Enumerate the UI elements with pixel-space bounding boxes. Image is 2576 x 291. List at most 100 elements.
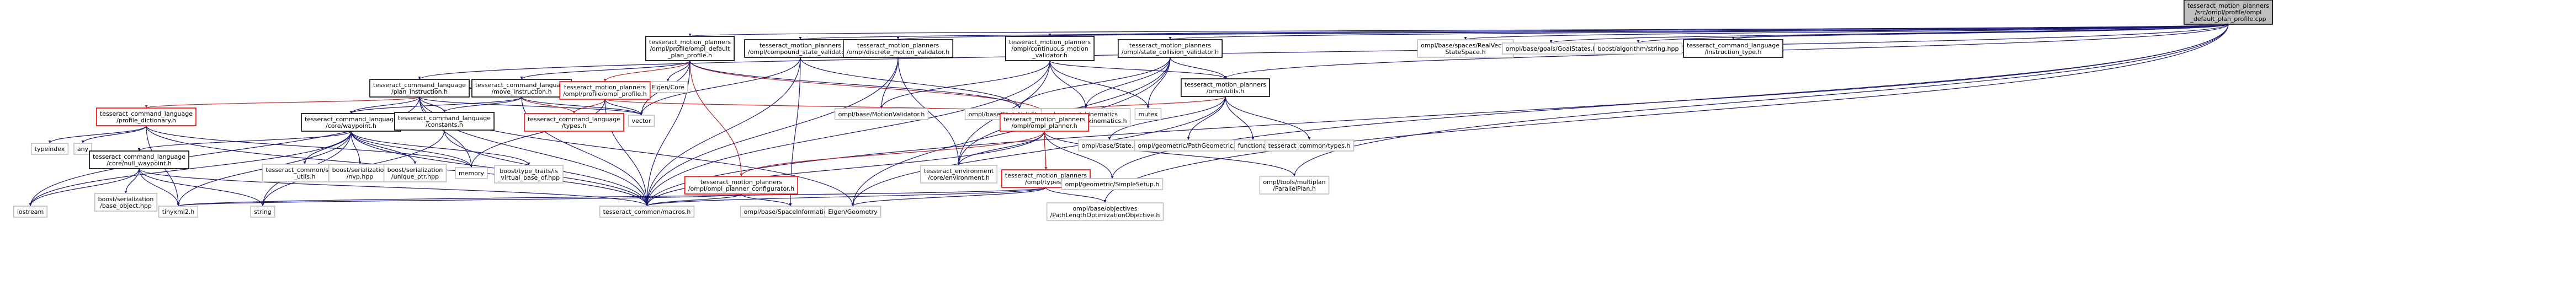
node-is-virtual-base-of[interactable]: boost/type_traits/is_virtual_base_of.hpp [494, 165, 564, 184]
edge-arrowhead [29, 203, 32, 206]
node-macros[interactable]: tesseract_common/macros.h [599, 206, 695, 218]
node-label: tesseract_command_language [528, 116, 620, 123]
node-environment[interactable]: tesseract_environment/core/environment.h [920, 165, 998, 184]
node-compound-state-validator[interactable]: tesseract_motion_planners/ompl/compound_… [744, 39, 857, 58]
node-constants[interactable]: tesseract_command_language/constants.h [394, 112, 495, 131]
node-label: /core/environment.h [928, 174, 990, 181]
edge-arrowhead [1108, 137, 1111, 140]
node-typeindex[interactable]: typeindex [30, 143, 69, 155]
node-eigen-geometry[interactable]: Eigen/Geometry [824, 206, 881, 218]
node-label: Eigen/Core [651, 84, 684, 91]
node-common-types[interactable]: tesseract_common/types.h [1264, 139, 1355, 152]
node-label: vector [632, 117, 651, 125]
node-motion-validator[interactable]: ompl/base/MotionValidator.h [834, 108, 929, 120]
node-label: string [254, 208, 272, 215]
node-mutex[interactable]: mutex [1134, 108, 1162, 120]
node-box [494, 165, 564, 184]
edge-arrowhead [799, 37, 802, 40]
edge-waypoint-to-null-waypoint [139, 131, 352, 152]
edge-arrowhead [1103, 200, 1107, 203]
edge-ompl-planner-to-simple-setup [1044, 131, 1113, 179]
node-label: /core/null_waypoint.h [107, 160, 172, 167]
node-move-instruction[interactable]: tesseract_command_language/move_instruct… [471, 79, 572, 98]
node-functional[interactable]: functional [1234, 139, 1272, 152]
node-box [1061, 178, 1164, 190]
edge-arrowhead [789, 203, 792, 206]
node-space-information[interactable]: ompl/base/SpaceInformation.h [740, 206, 841, 218]
node-label: tesseract_motion_planners [564, 84, 646, 91]
node-simple-setup[interactable]: ompl/geometric/SimpleSetup.h [1061, 178, 1164, 190]
node-label: typeindex [35, 146, 65, 153]
node-types-cl[interactable]: tesseract_command_language/types.h [524, 113, 624, 132]
node-tinyxml2[interactable]: tinyxml2.h [158, 206, 199, 218]
node-label: _plan_profile.h [667, 52, 712, 59]
node-memory[interactable]: memory [455, 167, 488, 179]
node-path-geometric[interactable]: ompl/geometric/PathGeometric.h [1134, 139, 1243, 152]
node-boost-string[interactable]: boost/algorithm/string.hpp [1594, 42, 1683, 55]
node-continuous-motion-validator[interactable]: tesseract_motion_planners/ompl/continuou… [1005, 36, 1095, 61]
node-label: /types.h [562, 122, 587, 130]
node-ompl-profile[interactable]: tesseract_motion_planners/ompl/profile/o… [559, 81, 651, 100]
node-box [1683, 39, 1783, 58]
node-parallel-plan[interactable]: ompl/tools/multiplan/ParallelPlan.h [1259, 176, 1330, 195]
node-any[interactable]: any [73, 143, 92, 155]
node-label: tesseract_motion_planners [1003, 116, 1085, 123]
node-label: boost/serialization [387, 166, 443, 174]
node-label: ompl/base/objectives [1072, 205, 1137, 212]
node-label: tesseract_motion_planners [1009, 39, 1091, 46]
node-label: _virtual_base_of.hpp [497, 174, 560, 181]
node-label: boost/algorithm/string.hpp [1598, 45, 1679, 52]
edge-arrowhead [81, 141, 84, 143]
node-eigen-core[interactable]: Eigen/Core [647, 81, 688, 93]
edge-root-to-macros [646, 24, 2229, 207]
edge-ompl-utils-to-state-h [1109, 96, 1226, 141]
node-state-h[interactable]: ompl/base/State.h [1077, 139, 1141, 152]
node-label: /ompl/profile/ompl_default [650, 45, 730, 52]
node-ompl-planner[interactable]: tesseract_motion_planners/ompl/ompl_plan… [1000, 113, 1089, 132]
node-goal-states[interactable]: ompl/base/goals/GoalStates.h [1501, 42, 1601, 55]
node-plan-instruction[interactable]: tesseract_command_language/plan_instruct… [369, 79, 470, 98]
node-label: tesseract_motion_planners [1129, 42, 1211, 49]
node-string[interactable]: string [250, 206, 275, 218]
edge-arrowhead [177, 203, 180, 206]
node-unique-ptr[interactable]: boost/serialization/unique_ptr.hpp [383, 164, 447, 182]
node-iostream[interactable]: iostream [13, 206, 47, 218]
node-base-object[interactable]: boost/serialization/base_object.hpp [94, 193, 158, 212]
node-root[interactable]: tesseract_motion_planners/src/ompl/profi… [2184, 0, 2273, 25]
edge-ompl-planner-configurator-to-space-information [741, 193, 791, 207]
node-instruction-type[interactable]: tesseract_command_language/instruction_t… [1683, 39, 1783, 58]
node-box [1134, 108, 1162, 120]
node-label: ompl/base/SpaceInformation.h [744, 208, 837, 215]
edge-ompl-types-to-ompl-planner [1044, 131, 1047, 170]
node-label: ompl/base/spaces/RealVector [1421, 42, 1510, 49]
edge-arrowhead [1732, 37, 1735, 40]
edge-root-to-plan-instruction [419, 24, 2229, 80]
node-profile-dictionary[interactable]: tesseract_command_language/profile_dicti… [96, 107, 196, 126]
node-null-waypoint[interactable]: tesseract_command_language/core/null_way… [89, 150, 189, 169]
node-box [1264, 139, 1355, 152]
node-nvp[interactable]: boost/serialization/nvp.hpp [328, 164, 392, 182]
node-label: functional [1238, 142, 1268, 149]
node-path-length-objective[interactable]: ompl/base/objectives/PathLengthOptimizat… [1046, 202, 1164, 221]
node-ompl-utils[interactable]: tesseract_motion_planners/ompl/utils.h [1181, 78, 1270, 97]
node-box [89, 150, 189, 169]
edge-arrowhead [1224, 76, 1227, 79]
node-ompl-planner-configurator[interactable]: tesseract_motion_planners/ompl/ompl_plan… [684, 176, 798, 195]
edge-move-instruction-to-types-cl [521, 96, 575, 114]
node-discrete-motion-validator[interactable]: tesseract_motion_planners/ompl/discrete_… [842, 39, 954, 58]
edge-arrowhead [520, 77, 523, 79]
node-box [1005, 36, 1095, 61]
node-ompl-default-plan-profile[interactable]: tesseract_motion_planners/ompl/profile/o… [645, 36, 735, 61]
edge-arrowhead [645, 203, 649, 206]
edge-arrowhead [527, 163, 530, 165]
node-vector[interactable]: vector [628, 115, 655, 127]
node-label: Eigen/Geometry [828, 208, 878, 215]
node-waypoint[interactable]: tesseract_command_language/core/waypoint… [301, 113, 401, 132]
node-box [1417, 39, 1514, 58]
edge-null-waypoint-to-base-object [125, 168, 140, 194]
node-state-collision-validator[interactable]: tesseract_motion_planners/ompl/state_col… [1118, 39, 1223, 58]
edge-root-to-real-vector-state-space [1465, 24, 2229, 40]
edge-waypoint-to-nvp [350, 131, 360, 165]
edge-ompl-utils-to-path-geometric [1188, 96, 1226, 141]
